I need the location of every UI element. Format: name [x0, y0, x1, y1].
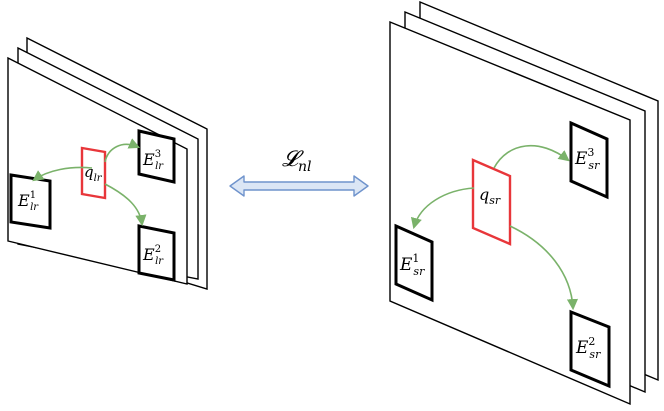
- right-arrow-to-e3: [493, 145, 570, 169]
- right-query-box: [471, 158, 512, 246]
- right-arrow-to-e1: [410, 187, 475, 230]
- left-entity-box-2: [137, 224, 176, 282]
- loss-label: 𝓛nl: [282, 147, 312, 175]
- left-arrow-to-e1: [32, 166, 93, 182]
- left-entity-box-3: [137, 129, 176, 184]
- right-arrow-to-e2: [509, 225, 579, 311]
- left-arrow-to-e2: [104, 183, 147, 227]
- left-query-label: qlr: [84, 163, 103, 184]
- right-query-label: qsr: [479, 185, 501, 207]
- double-headed-arrow: [229, 175, 369, 197]
- right-entity-box-1: [394, 223, 434, 303]
- right-entity-box-2: [569, 309, 611, 389]
- loss-connector: 𝓛nl: [229, 147, 369, 197]
- left-query-box: [80, 146, 107, 200]
- left-arrow-to-e3: [104, 138, 141, 163]
- right-entity-box-3: [569, 120, 609, 200]
